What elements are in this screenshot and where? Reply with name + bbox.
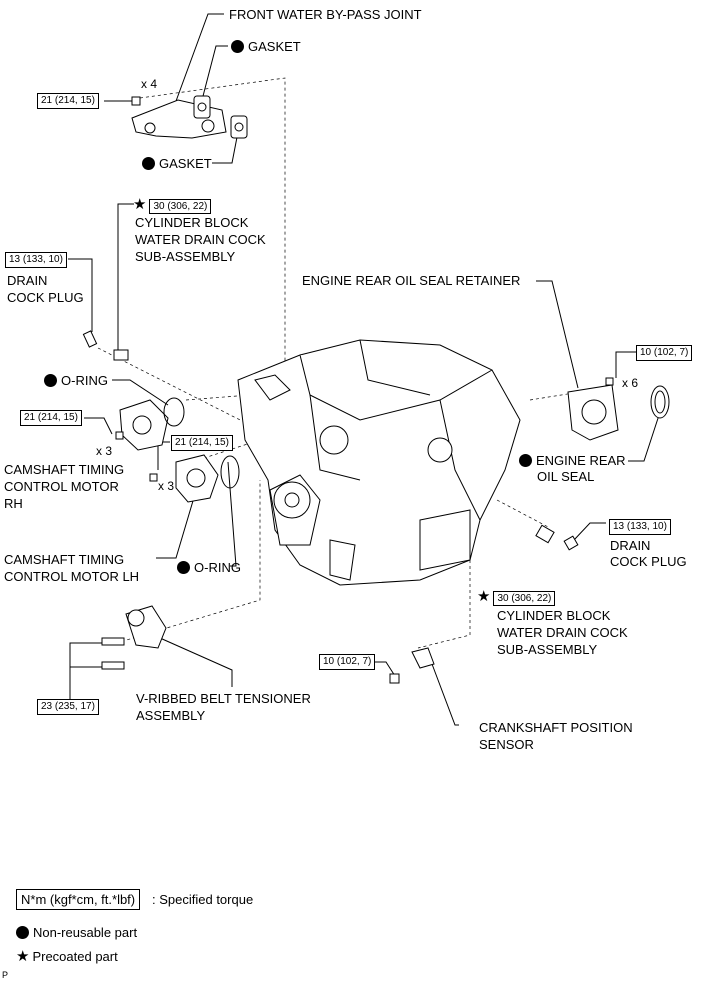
bypass-gasket-lower — [230, 115, 248, 139]
drain-cock-upper-label-1: CYLINDER BLOCK — [135, 215, 249, 230]
non-reusable-icon — [16, 926, 29, 939]
non-reusable-icon — [142, 157, 155, 170]
drain-cock-lower-torque: ★30 (306, 22) — [477, 588, 556, 606]
camshaft-motor-rh-part — [119, 399, 169, 451]
oil-seal-retainer-part — [567, 384, 619, 441]
engine-rear-oil-seal-label-2: OIL SEAL — [537, 469, 595, 484]
drain-cock-lower-part — [535, 524, 555, 544]
non-reusable-icon — [231, 40, 244, 53]
legend-precoated: ★Precoated part — [16, 948, 118, 965]
torque-tensioner: 23 (235, 17) — [37, 699, 99, 715]
torque-camshaft-rh: 21 (214, 15) — [20, 410, 82, 426]
torque-crank-sensor: 10 (102, 7) — [319, 654, 376, 670]
drain-cock-upper-label-2: WATER DRAIN COCK — [135, 232, 266, 247]
drain-plug-left-label-2: COCK PLUG — [7, 290, 84, 305]
engine-block — [237, 339, 521, 586]
tensioner-part — [125, 605, 167, 649]
drain-cock-upper-part — [113, 349, 129, 361]
precoated-star-icon: ★ — [133, 196, 147, 213]
tensioner-bolts — [101, 637, 125, 670]
drain-cock-upper-torque: ★30 (306, 22) — [133, 196, 212, 214]
front-water-bypass-joint-label: FRONT WATER BY-PASS JOINT — [229, 7, 422, 22]
oil-seal-part — [650, 385, 670, 419]
camshaft-rh-label-1: CAMSHAFT TIMING — [4, 462, 125, 477]
leader-lines — [68, 13, 674, 726]
qty-camshaft-rh: x 3 — [96, 444, 113, 458]
drain-plug-left-part — [82, 330, 98, 348]
crank-sensor-part — [389, 647, 435, 684]
oring-lower-label: O-RING — [177, 559, 241, 576]
legend-torque-box: N*m (kgf*cm, ft.*lbf) — [16, 889, 141, 910]
torque-camshaft-lh: 21 (214, 15) — [171, 435, 233, 451]
gasket-lower-label: GASKET — [142, 155, 212, 172]
drain-cock-lower-label-2: WATER DRAIN COCK — [497, 625, 628, 640]
camshaft-rh-label-2: CONTROL MOTOR — [4, 479, 119, 494]
gasket-upper-label: GASKET — [231, 38, 301, 55]
drain-cock-lower-label-3: SUB-ASSEMBLY — [497, 642, 598, 657]
engine-rear-oil-seal-label-1: ENGINE REAR — [519, 452, 626, 469]
torque-bypass-joint: 21 (214, 15) — [37, 93, 99, 109]
precoated-star-icon: ★ — [477, 588, 491, 605]
non-reusable-icon — [44, 374, 57, 387]
drain-plug-left-label-1: DRAIN — [7, 273, 48, 288]
tensioner-label-1: V-RIBBED BELT TENSIONER — [136, 691, 311, 706]
torque-drain-plug-right: 13 (133, 10) — [609, 519, 671, 535]
camshaft-bolts — [115, 431, 158, 482]
tensioner-label-2: ASSEMBLY — [136, 708, 206, 723]
non-reusable-icon — [519, 454, 532, 467]
non-reusable-icon — [177, 561, 190, 574]
crank-sensor-label-1: CRANKSHAFT POSITION — [479, 720, 633, 735]
camshaft-motor-lh-part — [175, 454, 219, 503]
oring-upper-part — [163, 397, 185, 427]
legend-torque-desc: : Specified torque — [152, 892, 254, 907]
crank-sensor-label-2: SENSOR — [479, 737, 534, 752]
oring-upper-label: O-RING — [44, 372, 108, 389]
camshaft-lh-label-1: CAMSHAFT TIMING — [4, 552, 125, 567]
oring-lower-part — [220, 455, 240, 489]
camshaft-rh-label-3: RH — [4, 496, 23, 511]
torque-drain-plug-left: 13 (133, 10) — [5, 252, 67, 268]
legend-non-reusable: Non-reusable part — [16, 924, 137, 941]
drain-cock-upper-label-3: SUB-ASSEMBLY — [135, 249, 236, 264]
bypass-gasket-upper — [193, 95, 211, 119]
engine-rear-oil-seal-retainer-label: ENGINE REAR OIL SEAL RETAINER — [302, 273, 521, 288]
torque-oil-seal-retainer: 10 (102, 7) — [636, 345, 693, 361]
drain-plug-right-label-1: DRAIN — [610, 538, 651, 553]
camshaft-lh-label-2: CONTROL MOTOR LH — [4, 569, 140, 584]
qty-oil-seal-retainer: x 6 — [622, 376, 639, 390]
qty-camshaft-lh: x 3 — [158, 479, 175, 493]
retainer-bolt — [605, 377, 614, 386]
front-water-bypass-joint — [131, 99, 227, 139]
bypass-bolt — [131, 96, 141, 106]
drain-plug-right-part — [563, 535, 579, 551]
drain-plug-right-label-2: COCK PLUG — [610, 554, 687, 569]
precoated-star-icon: ★ — [16, 948, 30, 965]
figure-id: P — [2, 970, 9, 980]
qty-bypass-joint: x 4 — [141, 77, 158, 91]
drain-cock-lower-label-1: CYLINDER BLOCK — [497, 608, 611, 623]
